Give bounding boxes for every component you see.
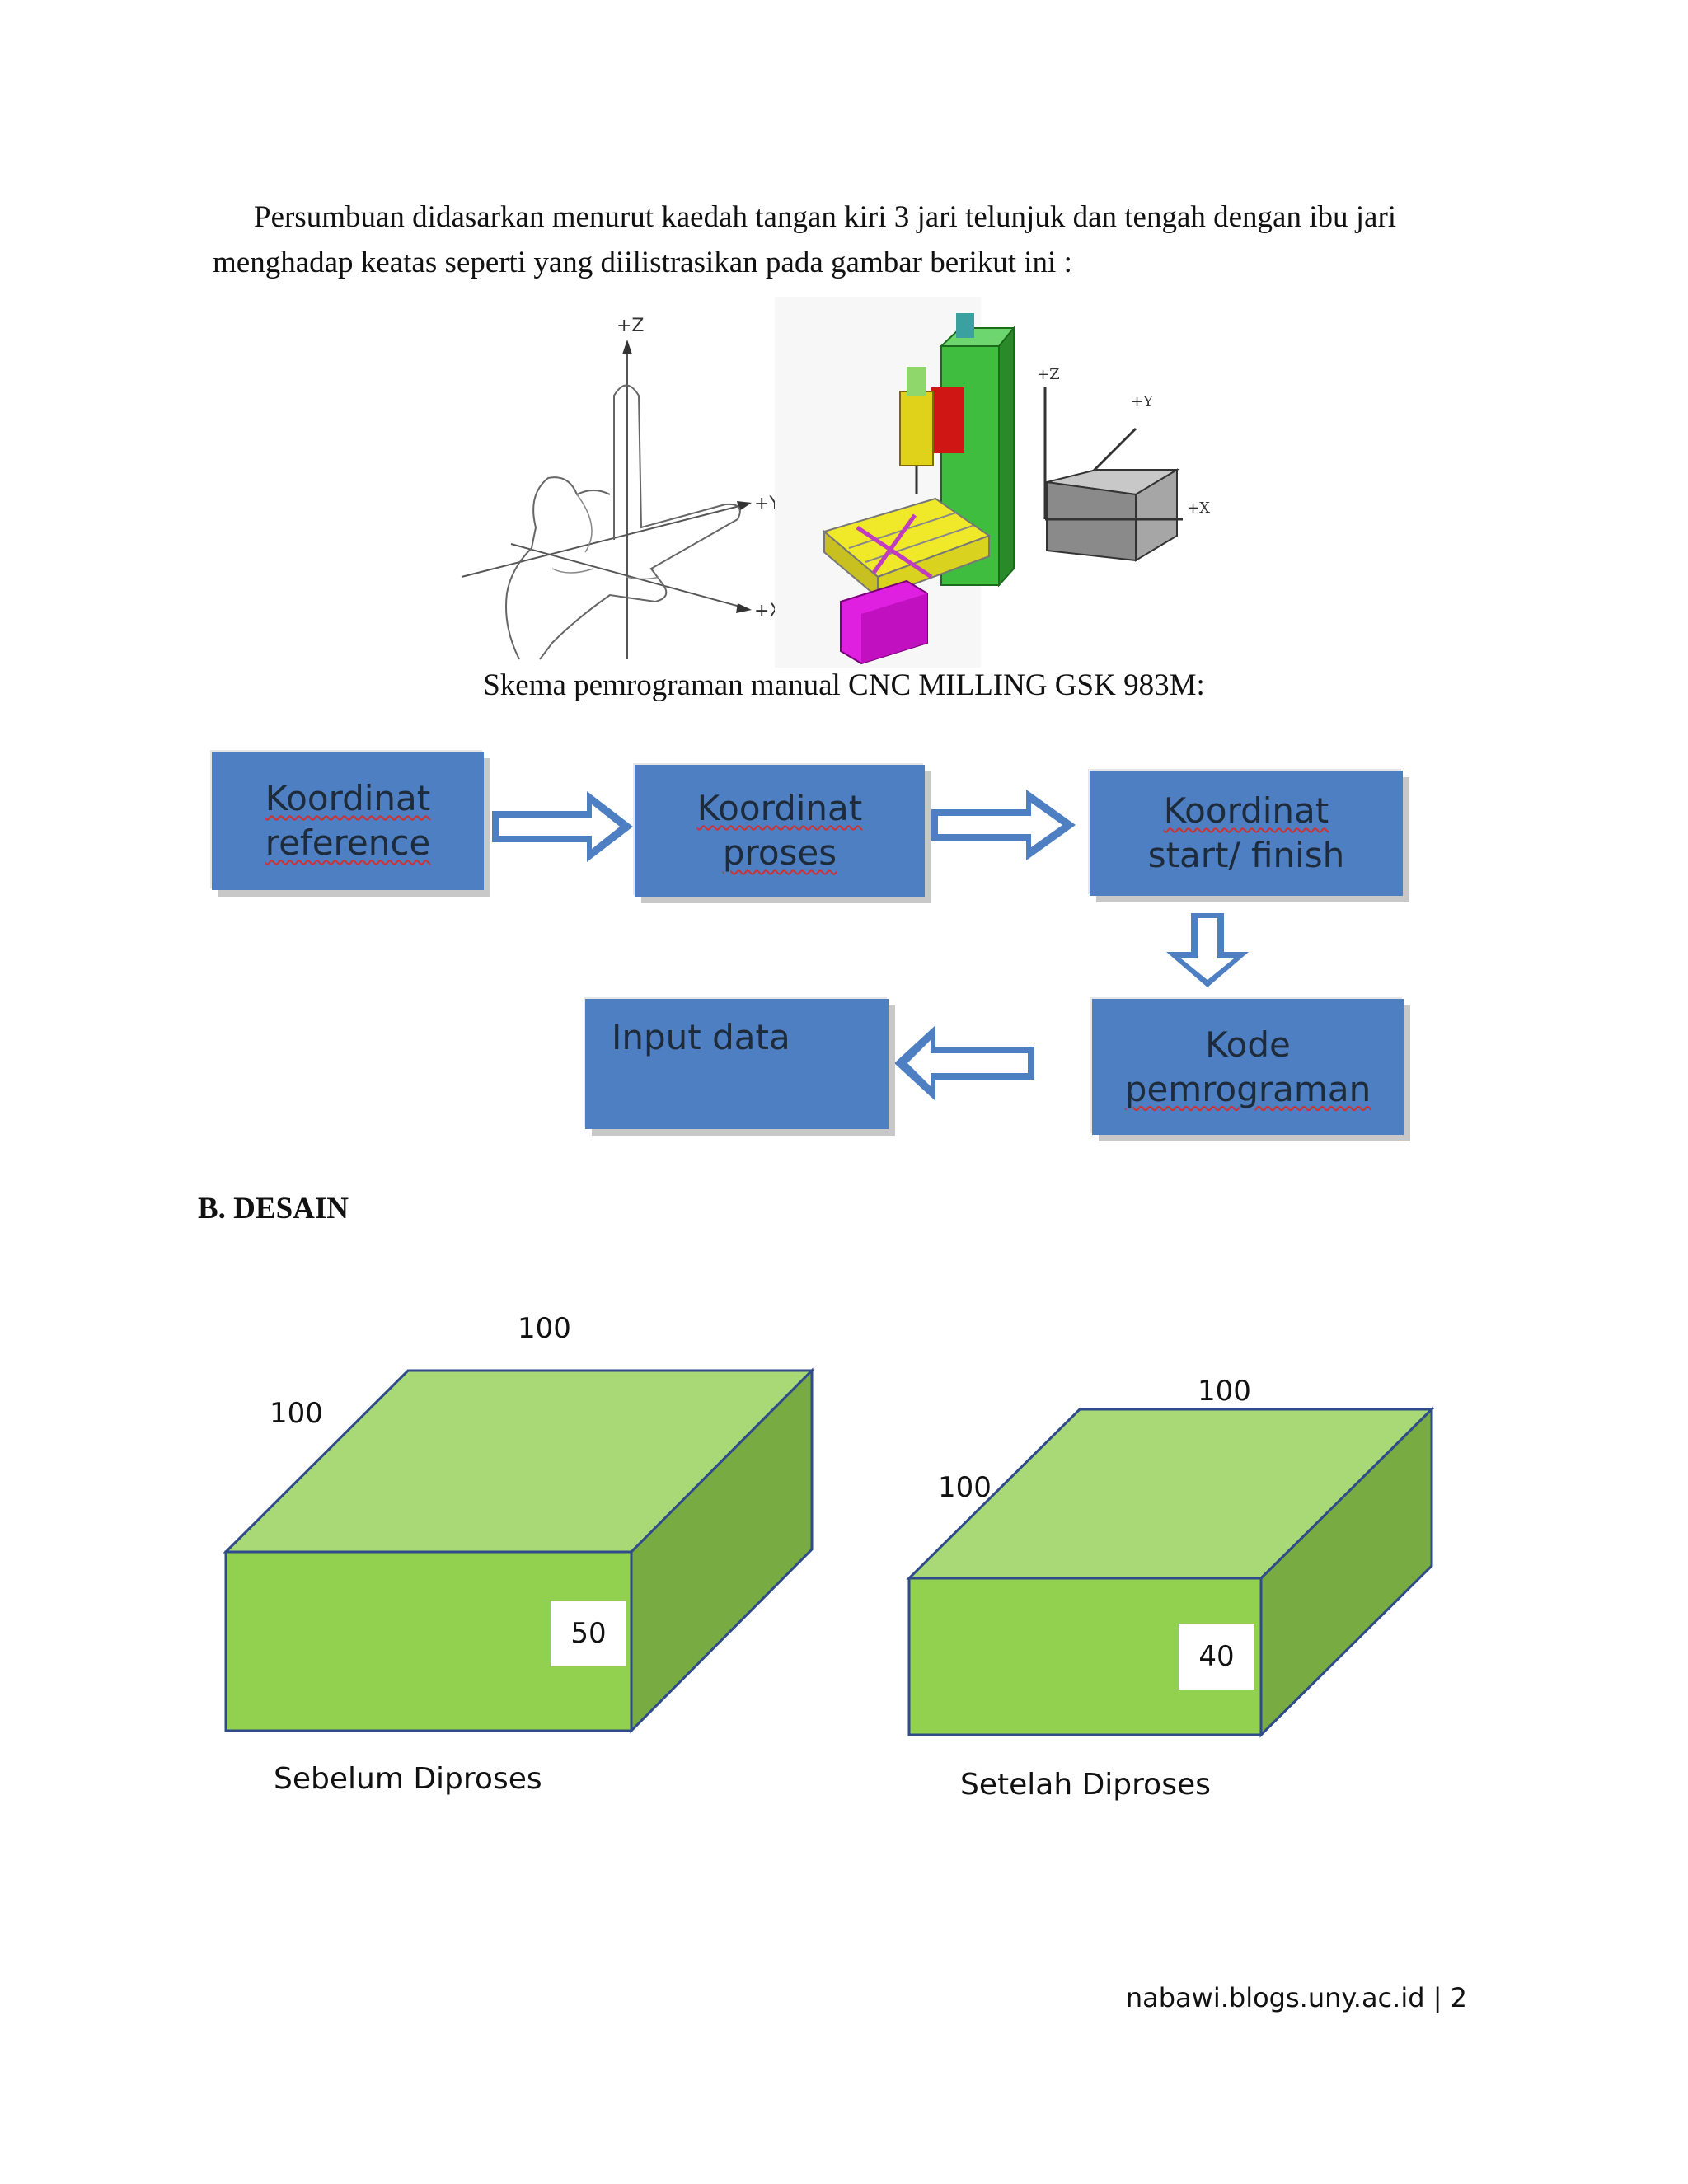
flow-caption: Skema pemrograman manual CNC MILLING GSK… (483, 668, 1205, 702)
workpiece-axes-drawing: +Z +Y +X (1037, 366, 1210, 562)
flow-box-2-line-1: Koordinat (696, 788, 863, 828)
flow-box-4-line-1: Kode (1205, 1024, 1291, 1065)
block-axis-y: +Y (1131, 393, 1154, 410)
flow-box-koordinat-proses: Koordinat proses (635, 765, 925, 897)
milling-machine-drawing (775, 297, 1016, 668)
flow-box-kode-pemrograman: Kode pemrograman (1092, 999, 1404, 1135)
flow-box-3-line-2: start/ finish (1147, 835, 1345, 875)
flow-box-5-label: Input data (612, 1017, 790, 1057)
flow-box-3-line-1: Koordinat (1163, 790, 1329, 831)
before-height-dimension: 50 (551, 1601, 626, 1666)
box-after-processing (906, 1406, 1435, 1738)
before-top-dimension: 100 (518, 1312, 571, 1345)
before-caption: Sebelum Diproses (274, 1762, 542, 1796)
design-boxes (223, 1367, 1435, 1738)
after-side-dimension: 100 (938, 1471, 992, 1504)
after-top-dimension: 100 (1198, 1375, 1251, 1408)
before-side-dimension: 100 (270, 1397, 323, 1430)
page-footer: nabawi.blogs.uny.ac.id | 2 (1125, 1982, 1467, 2013)
left-hand-rule-drawing: +Z +Y +X (461, 316, 782, 660)
flow-box-koordinat-reference: Koordinat reference (212, 752, 484, 890)
section-heading: B. DESAIN (198, 1192, 349, 1226)
axis-illustration: +Z +Y +X +Z +Y (461, 297, 1210, 668)
intro-line-1: Persumbuan didasarkan menurut kaedah tan… (254, 200, 1397, 234)
after-height-dimension: 40 (1179, 1624, 1254, 1690)
flow-box-1-line-2: reference (265, 823, 431, 863)
flow-box-1-line-1: Koordinat (265, 778, 431, 818)
flow-box-2-line-2: proses (722, 832, 837, 873)
box-before-processing (223, 1367, 815, 1734)
hand-axis-z: +Z (617, 316, 645, 336)
intro-line-2: menghadap keatas seperti yang diilistras… (213, 246, 1072, 279)
after-caption: Setelah Diproses (960, 1768, 1211, 1802)
flow-box-input-data: Input data (585, 999, 889, 1129)
flow-arrows (492, 790, 1249, 1101)
block-axis-x: +X (1187, 499, 1210, 517)
block-axis-z: +Z (1037, 366, 1060, 383)
intro-paragraph: Persumbuan didasarkan menurut kaedah tan… (213, 194, 1482, 285)
flow-box-koordinat-start-finish: Koordinat start/ finish (1090, 771, 1403, 896)
flow-box-4-line-2: pemrograman (1124, 1068, 1372, 1109)
